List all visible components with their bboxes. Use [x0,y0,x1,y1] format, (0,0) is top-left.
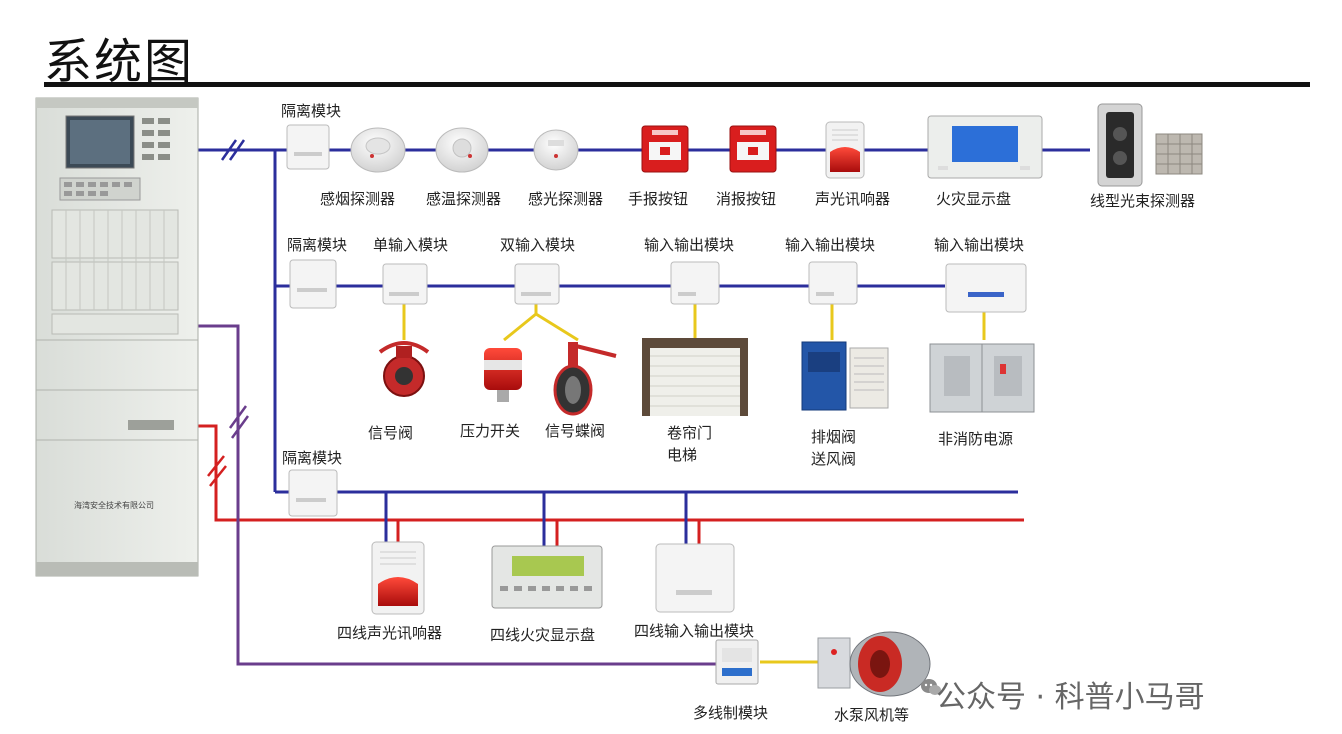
label-smoke-detector: 感烟探测器 [320,190,396,208]
rolling-door-icon [642,338,748,416]
power-line [198,424,1024,522]
label-butterfly-valve: 信号蝶阀 [545,422,606,440]
hydrant-button-icon [729,125,777,173]
label-rolling-door: 卷帘门 [667,424,713,442]
power-cabinet-icon [929,343,1035,413]
multi-line [198,324,720,666]
label-isolator-row2: 隔离模块 [287,236,348,254]
title-rule [44,82,1310,87]
isolation-module-icon [288,469,338,517]
label-heat-detector: 感温探测器 [426,190,502,208]
slash-marks-red [207,455,227,487]
label-io-module-2: 输入输出模块 [785,236,876,254]
io-module-icon [808,261,858,305]
label-elevator: 电梯 [667,446,698,464]
label-non-fire-power: 非消防电源 [938,430,1014,448]
manual-call-point-icon [641,125,689,173]
single-input-module-icon [382,263,428,305]
io-module-icon [670,261,720,305]
label-io-module-1: 输入输出模块 [644,236,735,254]
pressure-switch-icon [484,348,522,402]
pump-fan-icon [817,631,931,697]
slash-marks-purple [228,405,250,439]
label-smoke-exhaust-valve: 排烟阀 [811,428,857,446]
label-flame-detector: 感光探测器 [528,190,604,208]
label-signal-valve: 信号阀 [368,424,414,442]
label-isolator-row3: 隔离模块 [282,449,343,467]
label-single-input-module: 单输入模块 [373,236,449,254]
label-pressure-switch: 压力开关 [460,422,521,440]
io-module-icon [655,543,735,613]
slash-marks-blue [220,139,246,161]
label-hydrant-button: 消报按钮 [716,190,777,208]
label-air-supply-valve: 送风阀 [811,450,857,468]
label-strobe-sounder: 声光讯响器 [815,190,891,208]
isolation-module-icon [289,259,337,309]
label-isolator-row1: 隔离模块 [281,102,342,120]
io-module-icon [945,263,1027,313]
fire-display-panel-icon [927,115,1043,179]
dual-input-module-icon [514,263,560,305]
label-four-wire-display: 四线火灾显示盘 [490,626,596,644]
page-title: 系统图 [44,34,195,90]
watermark: 公众号 · 科普小马哥 [936,680,1205,715]
butterfly-valve-icon [553,342,617,416]
strobe-sounder-icon [371,541,425,615]
controller-company: 海湾安全技术有限公司 [74,501,154,510]
label-beam-detector: 线型光束探测器 [1090,192,1196,210]
strobe-sounder-icon [825,121,865,179]
flame-detector-icon [533,129,579,171]
fire-display-panel-icon [491,545,603,609]
wechat-icon [921,679,941,695]
isolation-module-icon [286,124,330,170]
label-io-module-3: 输入输出模块 [934,236,1025,254]
multi-line-module-icon [715,639,759,685]
smoke-damper-icon [801,341,889,411]
label-four-wire-io-module: 四线输入输出模块 [634,622,755,640]
signal-valve-icon [378,341,430,397]
label-pump-fan: 水泵风机等 [834,706,910,724]
smoke-detector-icon [350,127,406,173]
beam-detector-icon [1097,103,1203,187]
label-fire-display-panel: 火灾显示盘 [936,190,1012,208]
label-manual-call-point: 手报按钮 [628,190,689,208]
label-dual-input-module: 双输入模块 [500,236,576,254]
heat-detector-icon [435,127,489,173]
label-four-wire-sounder: 四线声光讯响器 [337,624,443,642]
fire-alarm-controller-icon [35,97,199,577]
label-multi-line-module: 多线制模块 [693,704,769,722]
